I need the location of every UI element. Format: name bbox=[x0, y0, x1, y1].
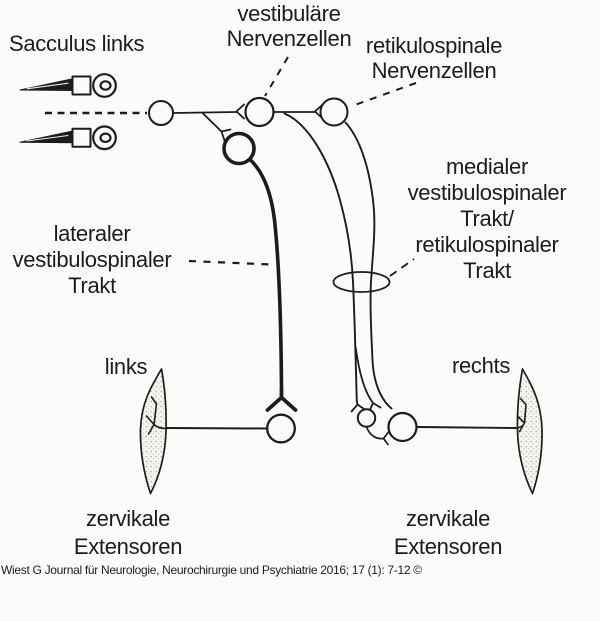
label-vestibular-nerve-cells: vestibuläre Nervenzellen bbox=[226, 1, 352, 51]
label-rechts: rechts bbox=[451, 353, 511, 378]
label-lateral-vestibulospinal-tract: lateraler vestibulospinaler Trakt bbox=[12, 221, 172, 298]
y-synapse-icon-arc bbox=[382, 431, 390, 446]
left-motoneuron-soma-icon bbox=[266, 413, 296, 444]
leader-vestibular-cells bbox=[264, 56, 289, 97]
reticulospinal-neuron-soma-icon bbox=[319, 97, 349, 127]
right-interneuron-soma-icon bbox=[356, 408, 377, 428]
left-motor-axon bbox=[166, 427, 268, 430]
y-synapse-icon-lateral-nucleus bbox=[220, 128, 232, 142]
label-cervical-extensors-left: zervikale Extensoren bbox=[73, 506, 183, 559]
y-synapse-icon-left-motoneuron bbox=[265, 388, 298, 412]
citation-line: Wiest G Journal für Neurologie, Neurochi… bbox=[1, 563, 422, 577]
afferent-axon bbox=[172, 111, 237, 114]
muscle-spindle-icon-left bbox=[139, 368, 168, 495]
right-motor-axon bbox=[415, 426, 517, 429]
label-medial-vestibulospinal-tract: medialer vestibulospinaler Trakt/ retiku… bbox=[407, 154, 567, 283]
interneuron-to-motoneuron-arc bbox=[365, 425, 385, 440]
afferent-neuron-soma-icon bbox=[148, 100, 174, 126]
muscle-spindle-icon-right bbox=[515, 368, 543, 495]
vestibular-neuron-soma-icon bbox=[244, 96, 275, 128]
y-synapse-icon-interneuron bbox=[350, 403, 365, 413]
hair-cell-icon-bottom bbox=[19, 125, 117, 151]
tract-highlight-ellipse bbox=[332, 271, 391, 293]
nerve-ending-right bbox=[515, 397, 527, 433]
leader-medial-tract bbox=[389, 258, 415, 277]
label-reticulospinal-nerve-cells: retikulospinale Nervenzellen bbox=[365, 33, 503, 83]
medial-tract-branch-path bbox=[354, 347, 374, 404]
medial-vestibulospinal-tract-path bbox=[283, 112, 359, 406]
label-cervical-extensors-right: zervikale Extensoren bbox=[393, 506, 503, 559]
nerve-ending-left bbox=[145, 396, 168, 435]
lateral-vestibulospinal-tract-path bbox=[248, 158, 284, 392]
leader-reticulospinal-cells bbox=[351, 82, 417, 107]
y-synapse-icon-vestibular bbox=[235, 103, 245, 120]
leader-lateral-tract bbox=[188, 259, 272, 266]
hair-cell-icon-top bbox=[19, 73, 117, 98]
lateral-vestibular-neuron-soma-icon bbox=[222, 131, 256, 166]
label-sacculus-links: Sacculus links bbox=[9, 31, 145, 56]
right-motoneuron-soma-icon bbox=[387, 411, 418, 443]
label-links: links bbox=[104, 354, 148, 379]
afferent-collateral bbox=[201, 112, 223, 133]
reticulospinal-tract-path bbox=[344, 121, 393, 410]
